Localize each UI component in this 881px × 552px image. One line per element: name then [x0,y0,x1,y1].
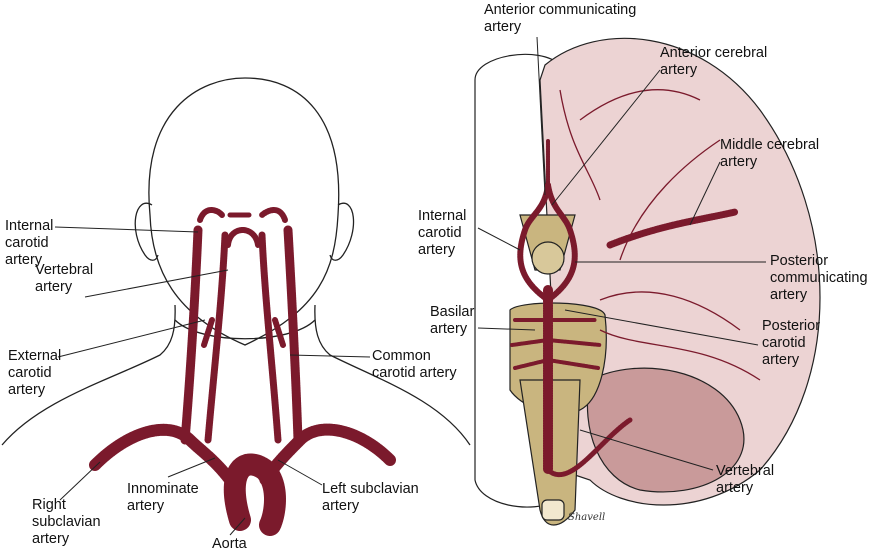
label-anterior-communicating: Anterior communicating artery [484,2,637,35]
label-vertebral-left: Vertebral artery [35,262,94,295]
label-anterior-cerebral: Anterior cerebral artery [660,45,768,78]
artist-signature: Shavell [568,512,606,523]
label-vertebral-right: Vertebral artery [716,463,775,496]
label-posterior-communicating: Posterior communicating artery [770,253,868,303]
label-external-carotid: External carotid artery [8,348,62,398]
left-leader-lines [54,226,371,536]
label-aorta: Aorta [212,536,247,552]
label-internal-carotid-left: Internal carotid artery [5,218,54,268]
label-left-subclavian: Left subclavian artery [322,481,419,514]
label-basilar: Basilar artery [430,304,475,337]
label-middle-cerebral: Middle cerebral artery [720,137,820,170]
neck-arteries [89,207,396,536]
small-vessels [559,88,761,381]
label-right-subclavian: Right subclavian artery [32,497,101,547]
label-common-carotid: Common carotid artery [372,348,457,381]
cerebral-arteries [510,138,739,478]
right-leader-lines [477,36,766,471]
label-internal-carotid-right: Internal carotid artery [418,208,467,258]
label-posterior-carotid: Posterior carotid artery [762,318,821,368]
label-innominate: Innominate artery [127,481,199,514]
